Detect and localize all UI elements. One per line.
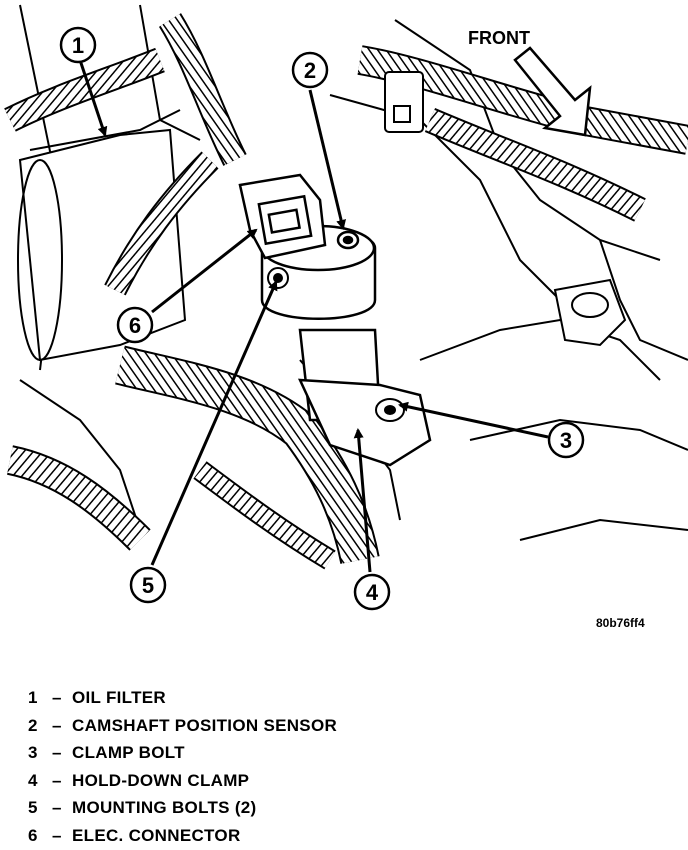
svg-text:5: 5	[142, 573, 154, 598]
engine-diagram: FRONT 1 2 3 4 5 6 80b76ff4	[4, 4, 688, 630]
legend-item: 3 – CLAMP BOLT	[28, 743, 185, 762]
callout-2: 2	[291, 51, 329, 89]
legend-item: 2 – CAMSHAFT POSITION SENSOR	[28, 715, 338, 735]
leader-lines	[78, 59, 549, 573]
callout-4: 4	[353, 573, 391, 611]
callout-1: 1	[59, 26, 97, 64]
front-label: FRONT	[468, 28, 530, 48]
electrical-connector	[238, 173, 327, 260]
harness-clip	[384, 71, 424, 133]
mounting-bolt	[267, 267, 289, 289]
oil-filter	[17, 128, 187, 362]
svg-text:4: 4	[366, 580, 379, 605]
callout-5: 5	[129, 566, 167, 604]
figure-code: 80b76ff4	[596, 616, 645, 630]
svg-text:2: 2	[304, 58, 316, 83]
front-arrow: FRONT	[468, 28, 592, 137]
callout-6: 6	[116, 306, 154, 344]
legend-item: 1 – OIL FILTER	[28, 688, 166, 707]
svg-text:1: 1	[72, 33, 84, 58]
bracket	[553, 278, 627, 347]
legend: 1 – OIL FILTER 2 – CAMSHAFT POSITION SEN…	[28, 684, 337, 849]
clamp-bolt	[375, 398, 405, 422]
wiring-harness	[4, 13, 688, 570]
callout-3: 3	[547, 421, 585, 459]
svg-text:6: 6	[129, 313, 141, 338]
svg-text:3: 3	[560, 428, 572, 453]
legend-item: 5 – MOUNTING BOLTS (2)	[28, 798, 257, 817]
legend-item: 4 – HOLD-DOWN CLAMP	[28, 770, 250, 790]
legend-item: 6 – ELEC. CONNECTOR	[28, 825, 241, 845]
